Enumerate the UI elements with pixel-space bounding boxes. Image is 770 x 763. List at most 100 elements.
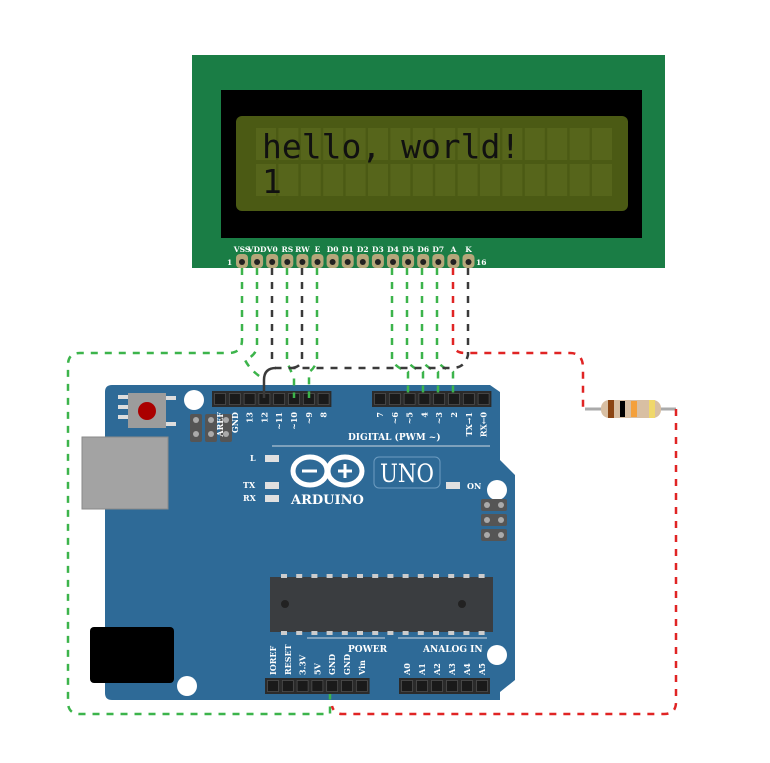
header-socket-gnd[interactable] <box>228 393 241 405</box>
wire-e-11 <box>307 268 319 398</box>
lcd-char-cell <box>278 164 299 196</box>
lcd-char-cell <box>412 164 433 196</box>
pin-label: ~3 <box>434 412 444 425</box>
header-socket-6[interactable] <box>388 393 401 405</box>
lcd-char-cell <box>592 164 612 196</box>
lcd-pin-label-vdd: VDD <box>247 245 267 254</box>
icsp-pin <box>498 502 504 508</box>
header-socket-8[interactable] <box>317 393 330 405</box>
arduino-logo-icon <box>290 454 365 488</box>
icsp-header <box>190 414 232 442</box>
lcd-char-cell <box>345 128 366 160</box>
header-socket-ioref[interactable] <box>267 680 279 692</box>
lcd-char-cell <box>368 164 388 196</box>
lcd-char-cell <box>480 128 500 160</box>
header-socket-rx0[interactable] <box>477 393 490 405</box>
lcd-pin-hole <box>465 259 472 265</box>
wire-rs-12 <box>285 268 296 398</box>
header-socket-vin[interactable] <box>355 680 368 692</box>
lcd-char-cell <box>278 128 299 160</box>
icsp-pin <box>223 431 229 437</box>
header-socket-3[interactable] <box>433 393 446 405</box>
lcd-pin-hole <box>435 259 442 265</box>
lcd-pin-last-label: 16 <box>476 258 486 267</box>
lcd-char-cell <box>435 128 456 160</box>
header-socket-a2[interactable] <box>431 680 443 692</box>
wire-d4-5 <box>390 268 410 398</box>
lcd-pin-label-k: K <box>465 245 472 254</box>
led-rx-label: RX <box>243 493 257 503</box>
header-socket-11[interactable] <box>273 393 286 405</box>
pin-label: IOREF <box>268 646 278 675</box>
lcd-pin-hole <box>314 259 321 265</box>
lcd-pin-hole <box>284 259 291 265</box>
icsp-pin <box>484 532 490 538</box>
lcd-char-cell <box>345 164 366 196</box>
lcd-char-cell <box>256 164 276 196</box>
lcd-pin-hole <box>344 259 351 265</box>
resistor[interactable] <box>585 400 676 418</box>
header-socket-2[interactable] <box>448 393 460 405</box>
header-socket-33v[interactable] <box>296 680 309 692</box>
lcd-pin-label-d7: D7 <box>432 245 444 254</box>
wire-k-gnd <box>275 268 470 370</box>
lcd-char-cell <box>368 128 388 160</box>
icsp-pin <box>498 517 504 523</box>
pin-label: ~9 <box>304 412 314 425</box>
header-socket-13[interactable] <box>243 393 256 405</box>
header-socket-7[interactable] <box>374 393 386 405</box>
reset-button[interactable] <box>118 393 176 428</box>
lcd-char-cell <box>480 164 500 196</box>
pin-label: 7 <box>375 412 385 418</box>
header-socket-5v[interactable] <box>311 680 324 692</box>
header-socket-a4[interactable] <box>461 680 473 692</box>
pin-label: RESET <box>283 644 293 675</box>
icsp-pin <box>208 417 214 423</box>
pin-label: RX←0 <box>479 412 489 438</box>
wire-a-resistor <box>451 268 585 408</box>
header-socket-a5[interactable] <box>476 680 488 692</box>
pin-label: A0 <box>402 663 412 676</box>
lcd-char-cell <box>300 128 321 160</box>
lcd-char-cell <box>390 164 411 196</box>
pin-label: 3.3V <box>298 654 308 675</box>
header-socket-gnd[interactable] <box>341 680 353 692</box>
header-socket-5[interactable] <box>403 393 416 405</box>
led-l-label: L <box>250 453 256 463</box>
arduino-brand: ARDUINO <box>290 493 364 508</box>
model-label: UNO <box>380 459 434 488</box>
icsp-pin <box>498 532 504 538</box>
digital_right-header <box>372 391 492 407</box>
led-rx <box>265 495 279 502</box>
lcd-char-cell <box>323 128 344 160</box>
wire-gnd-solid <box>262 366 277 398</box>
pin-label: 8 <box>319 412 329 418</box>
lcd-pin-label-d6: D6 <box>417 245 429 254</box>
header-socket-a0[interactable] <box>401 680 413 692</box>
lcd-pin-hole <box>239 259 245 265</box>
lcd-char-cell <box>300 164 321 196</box>
header-socket-a3[interactable] <box>446 680 458 692</box>
digital_left-header <box>212 391 332 407</box>
lcd-pin-label-a: A <box>449 245 456 254</box>
lcd-char-cell <box>435 164 456 196</box>
pin-label: AREF <box>215 412 225 438</box>
header-socket-4[interactable] <box>418 393 431 405</box>
lcd-char-cell <box>457 128 478 160</box>
wire-vss-gnd <box>66 268 332 716</box>
header-socket-a1[interactable] <box>416 680 428 692</box>
header-socket-tx1[interactable] <box>462 393 475 405</box>
header-socket-gnd[interactable] <box>326 680 339 692</box>
lcd-char-cell <box>547 128 568 160</box>
header-socket-reset[interactable] <box>281 680 294 692</box>
pin-label: GND <box>327 654 337 675</box>
header-socket-aref[interactable] <box>214 393 226 405</box>
mount-hole <box>487 645 507 665</box>
lcd-pin-label-rw: RW <box>295 245 310 254</box>
lcd-char-cell <box>323 164 344 196</box>
pin-label: A4 <box>462 663 472 676</box>
pin-label: A2 <box>432 663 442 676</box>
